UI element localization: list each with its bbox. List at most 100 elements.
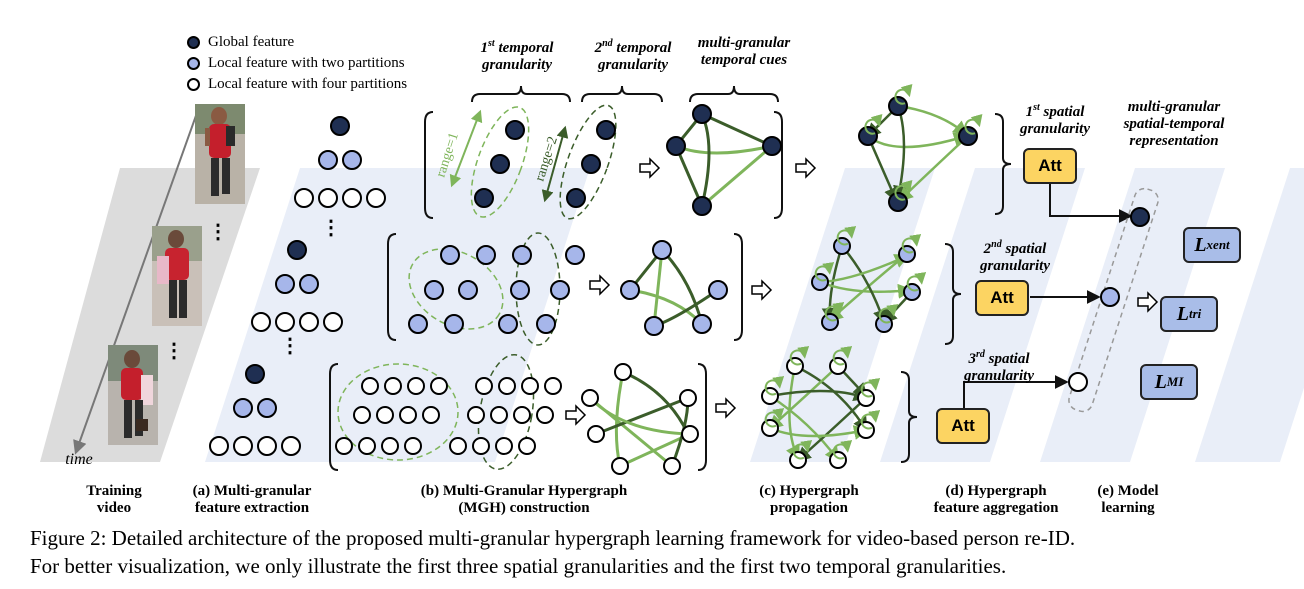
self-loop	[832, 440, 853, 460]
att-box-3: Att	[936, 408, 990, 444]
feature-node	[692, 314, 712, 334]
self-loop	[789, 346, 810, 366]
row3-group-a	[337, 363, 459, 461]
feature-node	[361, 377, 379, 395]
legend-two: Local feature with two partitions	[187, 55, 405, 72]
feature-node	[888, 96, 908, 116]
brace-t1	[471, 85, 571, 103]
self-loop	[824, 302, 845, 322]
video-frame-1	[195, 104, 245, 204]
brace-t2	[581, 85, 663, 103]
caption-line-1: Figure 2: Detailed architecture of the p…	[30, 526, 1076, 550]
four-partition-feature-icon	[187, 78, 200, 91]
feature-node	[513, 406, 531, 424]
feature-node	[498, 377, 516, 395]
propagation-arrow	[897, 104, 969, 136]
person-image-2	[152, 226, 202, 326]
propagation-arrow	[786, 365, 800, 461]
pyramid-1-four-2	[342, 188, 362, 208]
feature-node	[505, 120, 525, 140]
brace-spatial-1	[994, 113, 1012, 215]
feature-node	[358, 437, 376, 455]
feature-node	[353, 406, 371, 424]
feature-node	[521, 377, 539, 395]
feature-node	[829, 451, 847, 469]
rep-four-node	[1068, 372, 1088, 392]
feature-node	[565, 245, 585, 265]
bracket-row1-right	[773, 111, 783, 219]
t2-group	[559, 104, 617, 220]
feature-node	[620, 280, 640, 300]
feature-node	[857, 389, 875, 407]
person-image-3	[108, 345, 158, 445]
pyramid-1-global	[330, 116, 350, 136]
pyramid-3-four-1	[233, 436, 253, 456]
arrow-b-row2	[589, 274, 611, 296]
legend-global: Global feature	[187, 34, 294, 51]
hyperedge	[701, 112, 773, 148]
feature-node	[786, 357, 804, 375]
feature-node	[512, 245, 532, 265]
feature-node	[407, 377, 425, 395]
video-frame-3	[108, 345, 158, 445]
frames-band	[40, 168, 260, 462]
caption-line-2: For better visualization, we only illust…	[30, 554, 1007, 578]
self-loop	[878, 304, 899, 324]
feature-node	[611, 457, 629, 475]
feature-node	[652, 240, 672, 260]
feature-node	[440, 245, 460, 265]
feature-node	[666, 136, 686, 156]
hyperedge	[595, 396, 689, 436]
feature-node	[384, 377, 402, 395]
feature-node	[888, 192, 908, 212]
pyramid-2-four-1	[275, 312, 295, 332]
feature-node	[581, 389, 599, 407]
feature-node	[679, 389, 697, 407]
feature-node	[474, 188, 494, 208]
pyramid-3-four-2	[257, 436, 277, 456]
pyramid-2-two-b	[299, 274, 319, 294]
feature-node	[498, 314, 518, 334]
feature-node	[761, 387, 779, 405]
pyramid-3-four-0	[209, 436, 229, 456]
self-loop	[764, 408, 785, 428]
pyramid-2-four-0	[251, 312, 271, 332]
feature-node	[536, 406, 554, 424]
self-loop	[814, 262, 835, 282]
two-partition-feature-icon	[187, 57, 200, 70]
feature-node	[490, 406, 508, 424]
rep-global-node	[1130, 207, 1150, 227]
background-band-5	[1195, 168, 1304, 462]
pyramid-1-four-1	[318, 188, 338, 208]
feature-node	[692, 104, 712, 124]
feature-node	[424, 280, 444, 300]
feature-node	[708, 280, 728, 300]
pyramid-1-four-3	[366, 188, 386, 208]
feature-node	[422, 406, 440, 424]
pyramid-1-four-0	[294, 188, 314, 208]
feature-node	[544, 377, 562, 395]
feature-node	[903, 283, 921, 301]
time-axis-arrow	[73, 109, 199, 455]
background-band-4	[1040, 168, 1225, 462]
brace-mg	[689, 85, 779, 103]
feature-node	[762, 136, 782, 156]
feature-node	[829, 357, 847, 375]
brace-spatial-2	[944, 243, 962, 345]
feature-node	[958, 126, 978, 146]
feature-node	[381, 437, 399, 455]
range-2-arrow	[541, 125, 569, 203]
self-loop	[894, 179, 913, 201]
feature-node	[458, 280, 478, 300]
pyramid-2-four-2	[299, 312, 319, 332]
